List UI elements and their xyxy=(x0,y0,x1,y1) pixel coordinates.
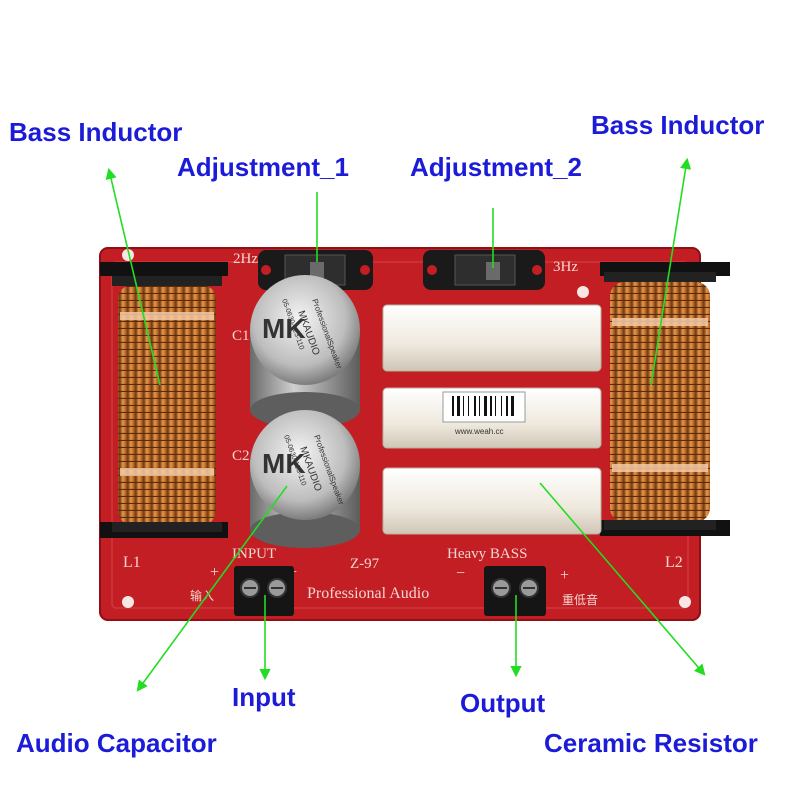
switch-label-right: 3Hz xyxy=(553,259,578,275)
callout-adjustment-1: Adjustment_1 xyxy=(177,152,349,182)
barcode-stripe xyxy=(463,396,464,416)
callout-input: Input xyxy=(232,682,296,712)
mount-hole-icon xyxy=(679,596,691,608)
output-minus: − xyxy=(456,565,465,582)
audio-capacitor-1 xyxy=(250,275,360,428)
capacitor-brand-2: MK xyxy=(262,448,306,479)
callout-output: Output xyxy=(460,688,546,718)
mount-hole-icon xyxy=(122,596,134,608)
barcode-stripe xyxy=(506,396,508,416)
callout-adjustment-2: Adjustment_2 xyxy=(410,152,582,182)
capacitor-brand-1: MK xyxy=(262,313,306,344)
barcode-stripe xyxy=(452,396,454,416)
audio-capacitor-2 xyxy=(250,410,360,548)
mount-hole-icon xyxy=(577,286,589,298)
barcode-icon xyxy=(452,396,514,416)
capacitor-label-1: C1 xyxy=(232,328,250,344)
barcode-stripe xyxy=(501,396,502,416)
barcode-stripe xyxy=(490,396,492,416)
leader-ceramic-resistor xyxy=(539,482,706,676)
callout-bass-inductor-right: Bass Inductor xyxy=(591,110,765,140)
barcode-stripe xyxy=(479,396,480,416)
input-terminal[interactable] xyxy=(234,566,294,616)
barcode-stripe xyxy=(468,396,469,416)
barcode-stripe xyxy=(495,396,496,416)
coil-label-left: L1 xyxy=(123,554,141,571)
bass-inductor-right xyxy=(600,262,730,536)
switch-label-left: 2Hz xyxy=(233,251,258,267)
barcode-stripe xyxy=(484,396,487,416)
barcode-stripe xyxy=(457,396,460,416)
bass-inductor-left xyxy=(100,262,228,538)
input-silk-label: INPUT xyxy=(232,546,276,562)
ceramic-resistor-1 xyxy=(382,304,602,372)
barcode-stripe xyxy=(474,396,476,416)
output-terminal[interactable] xyxy=(484,566,546,616)
adjustment-switch-2[interactable] xyxy=(423,250,545,290)
heavy-bass-label: Heavy BASS xyxy=(447,546,527,562)
callout-ceramic-resistor: Ceramic Resistor xyxy=(544,728,758,758)
capacitor-label-2: C2 xyxy=(232,448,250,464)
input-plus: + xyxy=(210,564,219,581)
model-label: Z-97 xyxy=(350,556,380,572)
input-cn-label: 输入 xyxy=(190,588,214,603)
leader-audio-capacitor xyxy=(136,485,288,692)
callout-audio-capacitor: Audio Capacitor xyxy=(16,728,217,758)
leader-bass-inductor-right xyxy=(650,157,692,386)
coil-label-right: L2 xyxy=(665,554,683,571)
callout-bass-inductor-left: Bass Inductor xyxy=(9,117,183,147)
mount-hole-icon xyxy=(122,249,134,261)
professional-audio-label: Professional Audio xyxy=(307,585,429,602)
bass-cn-label: 重低音 xyxy=(562,592,598,607)
barcode-stripe xyxy=(511,396,514,416)
output-plus: + xyxy=(560,567,569,584)
leader-bass-inductor-left xyxy=(105,167,161,386)
resistor-url: www.weah.cc xyxy=(454,427,503,436)
ceramic-resistor-3 xyxy=(382,467,602,535)
